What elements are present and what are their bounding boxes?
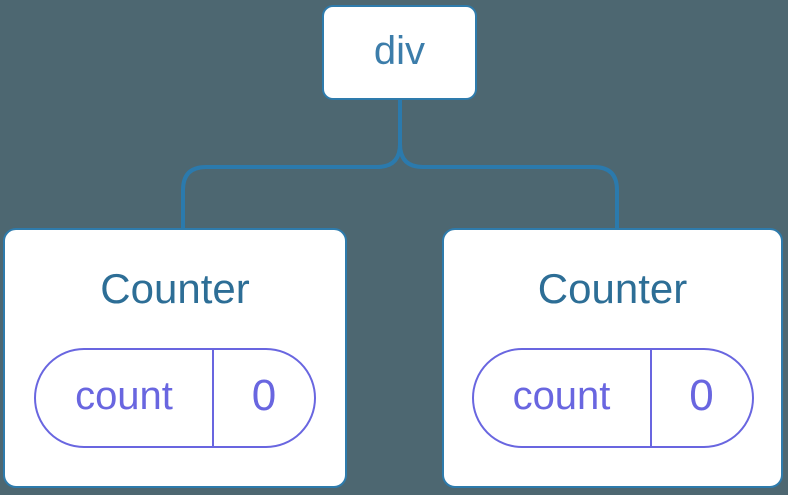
counter-node-2: Counter count 0 [442, 228, 783, 488]
counter-node-1: Counter count 0 [3, 228, 347, 488]
connector-right-branch [398, 99, 619, 229]
state-pill: count 0 [471, 348, 754, 448]
connector-left-branch [181, 99, 402, 229]
root-node-div: div [322, 5, 477, 100]
state-key: count [75, 373, 173, 418]
component-title: Counter [537, 265, 688, 312]
state-key: count [512, 373, 611, 418]
state-pill-divider [649, 350, 652, 446]
state-pill: count 0 [34, 348, 316, 448]
state-pill-divider [212, 350, 214, 446]
state-value: 0 [251, 371, 277, 420]
state-value: 0 [689, 371, 714, 420]
root-node-label: div [373, 28, 426, 73]
component-title: Counter [100, 265, 250, 312]
